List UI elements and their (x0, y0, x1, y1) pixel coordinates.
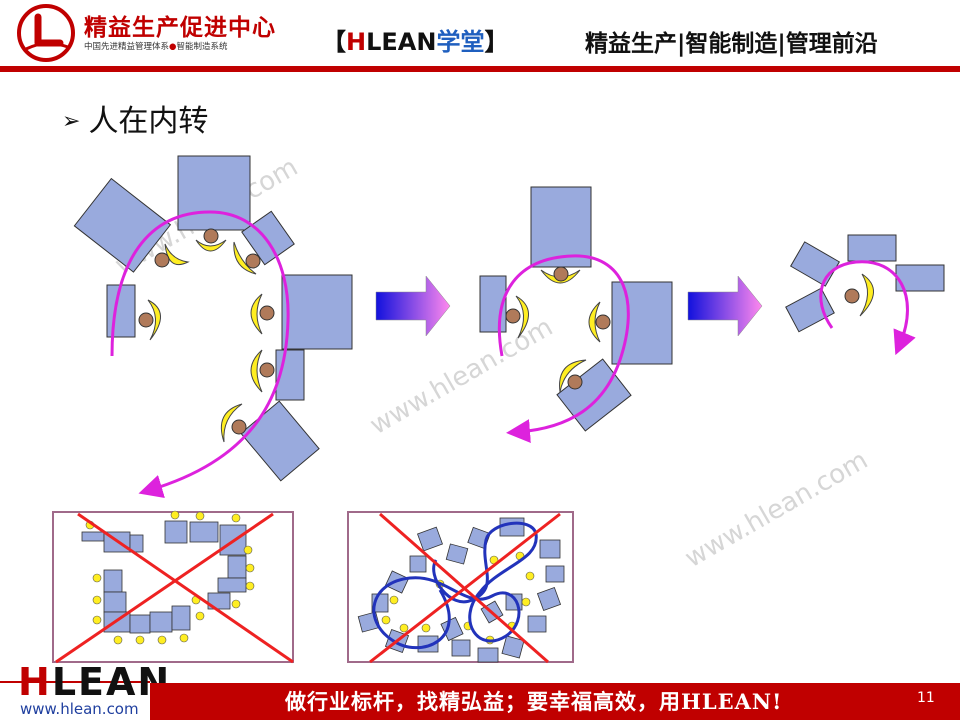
operator-walk-path (497, 254, 630, 444)
operator-icon (154, 243, 190, 268)
bullet-arrow-icon: ➢ (62, 109, 81, 134)
machine (73, 177, 172, 273)
transition-arrow-icon (687, 275, 763, 337)
machine (847, 234, 897, 262)
machine (240, 400, 320, 482)
footer-logo: HLEAN (18, 660, 171, 704)
layout-medium-cell (479, 186, 673, 444)
operator-icon (138, 299, 161, 341)
machine (241, 210, 295, 266)
operator-icon (250, 349, 275, 393)
footer-logo-rest: LEAN (51, 660, 172, 704)
org-sub-a: 中国先进精益管理体系 (84, 42, 170, 52)
operator-walk-path (110, 210, 290, 499)
brand-bracket-close: 】 (484, 28, 509, 56)
operator-icon (195, 228, 227, 252)
org-sub-b: 智能制造系统 (176, 42, 228, 52)
operator-icon (250, 293, 275, 335)
transition-arrow-icon (375, 275, 451, 337)
org-subtitle: 中国先进精益管理体系●智能制造系统 (84, 40, 227, 52)
operator-icon (844, 273, 874, 317)
brand-bracket-open: 【 (322, 28, 346, 56)
footer-logo-h: H (18, 660, 52, 704)
operator-icon (540, 266, 581, 284)
bad-layout-example-1 (52, 510, 294, 664)
machine (106, 284, 136, 338)
footer-bar (150, 683, 960, 720)
operator-walk-path (819, 260, 916, 356)
bad-layout-example-2 (347, 511, 574, 664)
operator-icon (233, 241, 261, 275)
bad-example-frame (347, 511, 574, 663)
brand-lean: LEAN (366, 28, 437, 56)
bullet-text: 人在内转 (88, 104, 209, 139)
footer-left-line (0, 681, 150, 683)
machine (530, 186, 592, 268)
org-name: 精益生产促进中心 (84, 15, 276, 41)
header-slogan: 精益生产|智能制造|管理前沿 (585, 31, 878, 57)
cross-mark-icon (55, 512, 294, 664)
operator-icon (505, 295, 529, 339)
operator-icon (559, 359, 587, 393)
cross-mark-icon (369, 512, 561, 664)
machine (611, 281, 673, 365)
brand-xuetang: 学堂 (436, 28, 485, 56)
brand-title: 【HLEAN学堂】 (322, 22, 508, 57)
brand-h: H (346, 28, 367, 56)
operator-icon (588, 301, 611, 343)
header: 精益生产促进中心 中国先进精益管理体系●智能制造系统 【HLEAN学堂】 精益生… (0, 0, 960, 70)
machine (789, 241, 841, 287)
page-number: 11 (917, 690, 935, 706)
layout-large-cell (73, 155, 353, 499)
layout-compact-cell (785, 234, 945, 356)
logo-icon (17, 4, 75, 62)
org-sub-dot: ● (169, 42, 177, 52)
footer-slogan: 做行业标杆，找精弘益；要幸福高效，用HLEAN! (285, 689, 783, 714)
machine (281, 274, 353, 350)
machine (785, 287, 835, 333)
operator-icon (220, 403, 247, 443)
footer-url: www.hlean.com (20, 700, 139, 718)
slide-bullet: ➢ 人在内转 (62, 96, 208, 140)
header-divider (0, 66, 960, 72)
